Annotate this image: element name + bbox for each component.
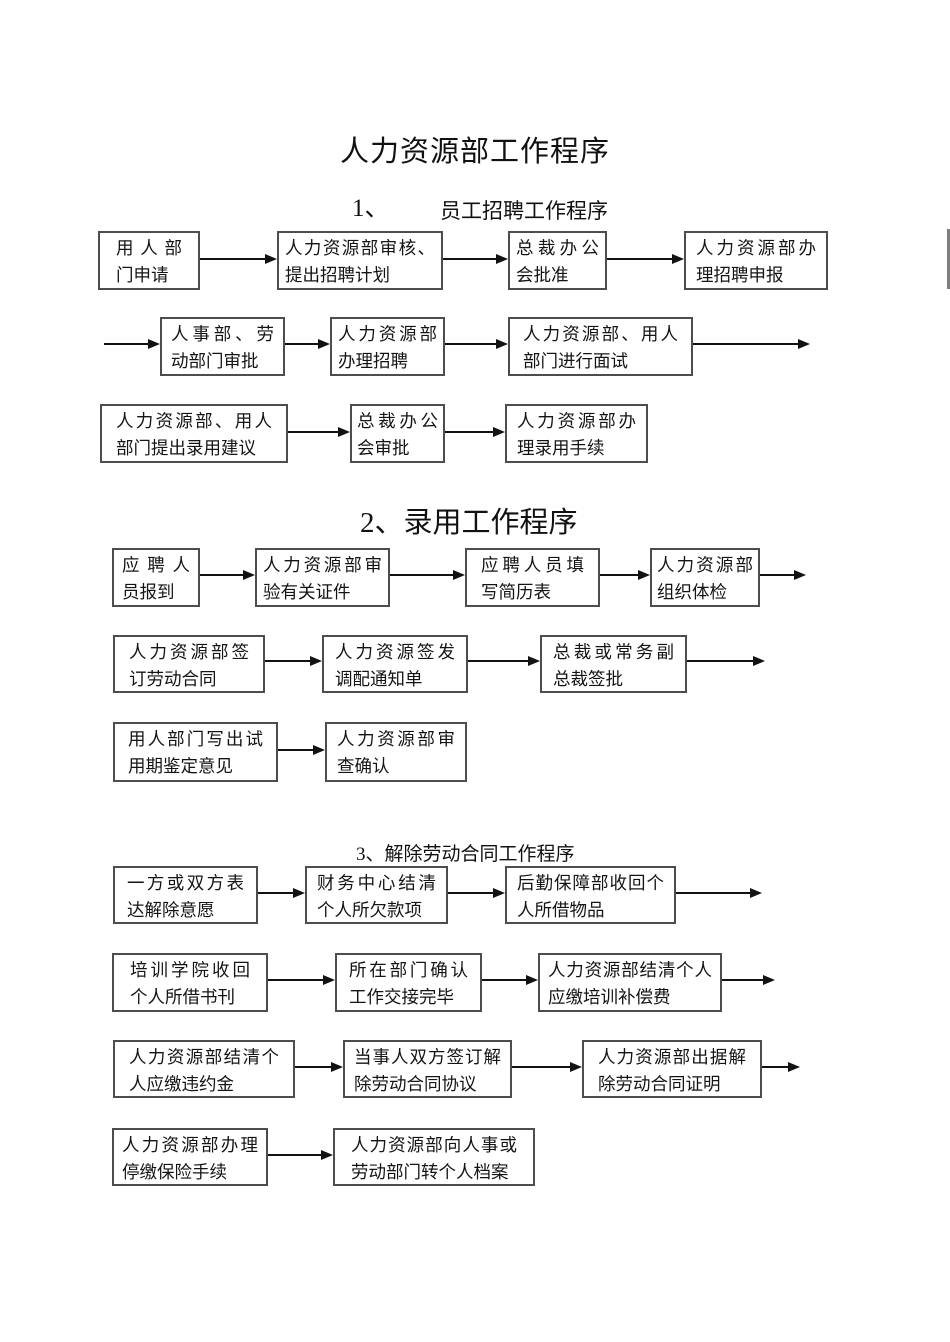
flow-arrow-icon [285,338,330,349]
flow-box: 总裁办公会审批 [350,404,445,463]
flow-box: 人力资源部办理招聘 [330,317,445,376]
flow-box: 后勤保障部收回个人所借物品 [505,866,676,924]
scrollbar-thumb[interactable] [947,229,950,289]
flow-box: 人力资源部审验有关证件 [255,548,390,607]
flow-arrow-icon [443,253,508,264]
flow-box: 人力资源部审查确认 [325,722,467,782]
section-2-title: 录用工作程序 [403,507,578,539]
flow-box: 人力资源部审核、提出招聘计划 [277,231,443,290]
flow-box: 人力资源部办理招聘申报 [684,231,828,290]
flow-arrow-icon [693,338,810,349]
section-3-number: 3、 [356,844,385,865]
document-title: 人力资源部工作程序 [339,136,610,168]
flow-arrow-icon [258,887,305,898]
flow-box: 人力资源部结清个人应缴违约金 [113,1040,295,1098]
flow-arrow-icon [512,1061,582,1072]
flow-box: 财务中心结清个人所欠款项 [305,866,448,924]
flow-box: 用人部门写出试用期鉴定意见 [113,722,278,782]
section-3-heading: 3、解除劳动合同工作程序 [356,839,575,866]
flow-box: 所在部门确认工作交接完毕 [335,953,482,1012]
flow-box: 培训学院收回个人所借书刊 [112,953,268,1012]
flow-box: 人力资源部向人事或劳动部门转个人档案 [333,1128,535,1186]
flow-arrow-icon [288,426,350,437]
flow-arrow-icon [200,253,277,264]
flow-box: 总裁或常务副总裁签批 [540,635,687,693]
flow-arrow-icon [390,569,465,580]
flow-arrow-icon [600,569,650,580]
flow-box: 应聘人员报到 [112,548,200,607]
flow-box: 人力资源部办理录用手续 [505,404,648,463]
flow-box: 人力资源部办理停缴保险手续 [112,1128,268,1186]
flow-arrow-icon [760,569,806,580]
flow-arrow-icon [445,338,508,349]
flow-arrow-icon [607,253,684,264]
flow-arrow-icon [762,1061,800,1072]
flow-box: 人力资源部出据解除劳动合同证明 [582,1040,762,1098]
flow-arrow-icon [676,887,762,898]
flow-box: 人力资源部签订劳动合同 [113,635,265,693]
section-1-number: 1、 [352,195,390,222]
flow-arrow-icon [295,1061,343,1072]
flow-box: 一方或双方表达解除意愿 [113,866,258,924]
flow-box: 人力资源部组织体检 [650,548,760,607]
flow-arrow-icon [482,974,538,985]
flow-arrow-icon [268,974,335,985]
flow-arrow-icon [445,426,505,437]
flow-box: 人事部、劳动部门审批 [160,317,285,376]
flow-box: 总裁办公会批准 [508,231,607,290]
flow-box: 用人部门申请 [98,231,200,290]
flow-arrow-icon [200,569,255,580]
flow-arrow-icon [687,655,765,666]
flow-box: 应聘人员填写简历表 [465,548,600,607]
flow-box: 人力资源签发调配通知单 [322,635,468,693]
flow-box: 人力资源部结清个人应缴培训补偿费 [538,953,722,1012]
flow-arrow-icon [448,887,505,898]
flow-arrow-icon [268,1149,333,1160]
flow-box: 当事人双方签订解除劳动合同协议 [343,1040,512,1098]
flow-arrow-icon [722,974,775,985]
section-2-number: 2、 [360,507,404,539]
section-3-title: 解除劳动合同工作程序 [384,844,575,865]
section-1-title: 员工招聘工作程序 [440,199,608,223]
flow-arrow-icon [278,744,325,755]
flow-arrow-icon [104,338,160,349]
flow-arrow-icon [468,655,540,666]
section-2-heading: 2、录用工作程序 [360,499,578,541]
flow-box: 人力资源部、用人部门提出录用建议 [100,404,288,463]
flow-arrow-icon [265,655,322,666]
flow-box: 人力资源部、用人部门进行面试 [508,317,693,376]
